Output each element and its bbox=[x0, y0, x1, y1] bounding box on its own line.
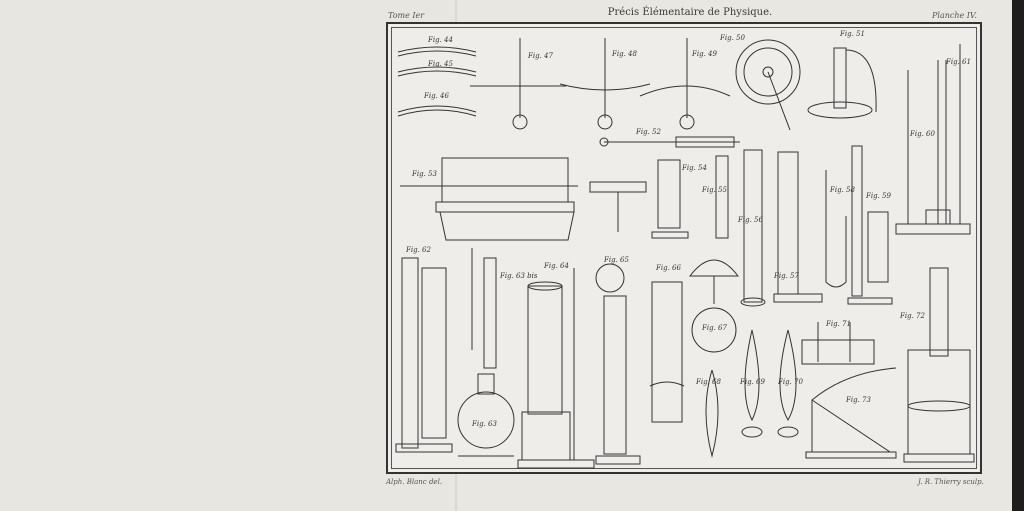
book-edge bbox=[1012, 0, 1024, 511]
fig-60-stand bbox=[895, 44, 971, 235]
caption-fig-45: Fig. 45 bbox=[427, 60, 453, 68]
caption-fig-59: Fig. 59 bbox=[865, 192, 891, 200]
caption-fig-55: Fig. 55 bbox=[701, 186, 727, 194]
fig-44-46-bars bbox=[397, 46, 477, 117]
caption-fig-47: Fig. 47 bbox=[527, 52, 553, 60]
fig-50-wheel bbox=[735, 39, 801, 131]
caption-fig-53: Fig. 53 bbox=[411, 170, 437, 178]
caption-fig-68: Fig. 68 bbox=[695, 378, 721, 386]
caption-fig-57: Fig. 57 bbox=[773, 272, 799, 280]
caption-fig-72: Fig. 72 bbox=[899, 312, 925, 320]
fig-53-trough bbox=[400, 157, 647, 241]
caption-fig-65: Fig. 65 bbox=[603, 256, 629, 264]
caption-fig-50: Fig. 50 bbox=[719, 34, 745, 42]
caption-fig-61: Fig. 61 bbox=[945, 58, 971, 66]
fig-51-coil bbox=[807, 47, 877, 119]
plate-number: Planche IV. bbox=[932, 11, 977, 20]
caption-fig-46: Fig. 46 bbox=[423, 92, 449, 100]
left-blank-page bbox=[0, 0, 456, 511]
tome-label: Tome Ier bbox=[388, 11, 425, 20]
fig-48-balance bbox=[559, 38, 651, 130]
caption-fig-63-bis: Fig. 63 bis bbox=[499, 272, 538, 280]
fig-65-stand bbox=[595, 263, 641, 465]
caption-fig-66: Fig. 66 bbox=[655, 264, 681, 272]
caption-fig-69: Fig. 69 bbox=[739, 378, 765, 386]
caption-fig-49: Fig. 49 bbox=[691, 50, 717, 58]
caption-fig-58: Fig. 58 bbox=[829, 186, 855, 194]
caption-fig-64: Fig. 64 bbox=[543, 262, 569, 270]
fig-47-balance bbox=[470, 38, 566, 130]
engraved-plate bbox=[386, 22, 982, 474]
fig-73-quadrant bbox=[805, 367, 897, 459]
caption-fig-70: Fig. 70 bbox=[777, 378, 803, 386]
caption-fig-63: Fig. 63 bbox=[471, 420, 497, 428]
fig-62-apparatus bbox=[395, 257, 453, 453]
caption-fig-52: Fig. 52 bbox=[635, 128, 661, 136]
caption-fig-60: Fig. 60 bbox=[909, 130, 935, 138]
fig-72-cylinder bbox=[903, 267, 975, 463]
fig-71-trough bbox=[801, 322, 875, 365]
caption-fig-71: Fig. 71 bbox=[825, 320, 851, 328]
fig-64-column bbox=[517, 268, 595, 469]
plate-inner-border bbox=[391, 27, 977, 469]
caption-fig-44: Fig. 44 bbox=[427, 36, 453, 44]
fig-67-globe bbox=[688, 259, 740, 353]
fig-68-70-flasks bbox=[705, 329, 799, 458]
fig-49-balance bbox=[639, 38, 731, 130]
caption-fig-67: Fig. 67 bbox=[701, 324, 727, 332]
fig-54-vessel bbox=[651, 159, 689, 239]
caption-fig-48: Fig. 48 bbox=[611, 50, 637, 58]
fig-63-flask bbox=[457, 248, 515, 457]
caption-fig-56: Fig. 56 bbox=[737, 216, 763, 224]
caption-fig-73: Fig. 73 bbox=[845, 396, 871, 404]
fig-52-tube bbox=[599, 136, 740, 148]
fig-66-frame bbox=[649, 281, 685, 423]
engraver-credit-left: Alph. Blanc del. bbox=[386, 478, 443, 486]
caption-fig-62: Fig. 62 bbox=[405, 246, 431, 254]
caption-fig-51: Fig. 51 bbox=[839, 30, 865, 38]
book-title: Précis Élémentaire de Physique. bbox=[607, 7, 773, 18]
fig-55-59-tubes bbox=[715, 145, 893, 307]
engraver-credit-right: J. R. Thierry sculp. bbox=[918, 478, 984, 486]
caption-fig-54: Fig. 54 bbox=[681, 164, 707, 172]
